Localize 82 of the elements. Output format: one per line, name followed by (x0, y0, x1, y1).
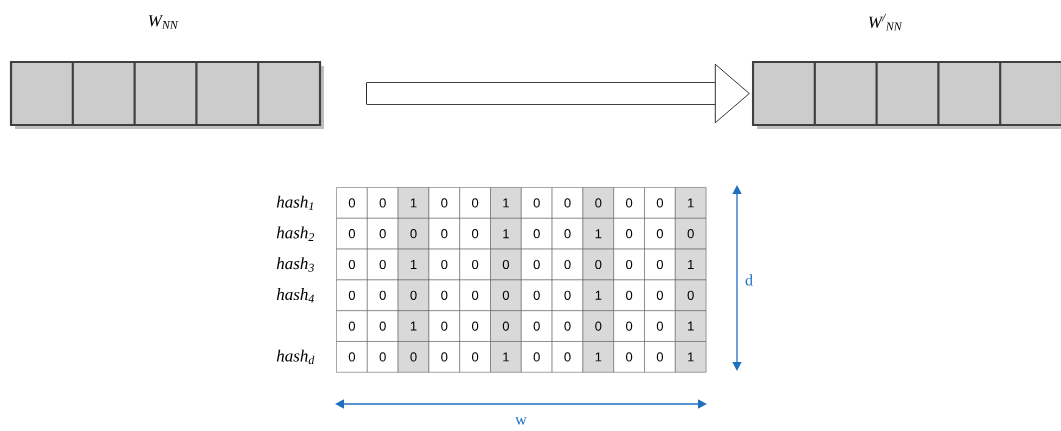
table-cell: 0 (459, 218, 491, 250)
table-cell: 0 (336, 310, 368, 342)
table-cell: 0 (613, 279, 645, 311)
table-cell: 0 (428, 310, 460, 342)
row-label: hash$_{3}$ (276, 257, 314, 272)
dimension-label: d (745, 274, 753, 286)
table-cell: 1 (582, 218, 614, 250)
table-cell: 0 (521, 310, 553, 342)
row-label: hash$_{d}$ (276, 349, 315, 365)
table-cell: 1 (490, 218, 522, 250)
table-cell: 0 (397, 218, 430, 250)
node-label: W$^{/}$NN (868, 13, 903, 31)
table-cell: 0 (428, 218, 460, 250)
table-cell: 0 (551, 310, 584, 342)
table-cell: 0 (521, 187, 553, 219)
dimension-label: w (515, 417, 527, 425)
table-cell: 0 (551, 279, 584, 311)
table-cell: 0 (675, 279, 707, 311)
table-cell: 0 (551, 187, 584, 219)
table-cell: 1 (490, 341, 522, 373)
table-cell: 0 (675, 218, 707, 250)
table-cell: 0 (428, 341, 460, 373)
table-cell: 0 (367, 310, 399, 342)
table-cell: 0 (644, 187, 676, 219)
node-label: W$_{NN}$ (148, 15, 179, 29)
table-cell: 0 (367, 248, 399, 281)
table-cell: 1 (675, 248, 707, 281)
table-cell: 0 (521, 341, 553, 373)
table-cell: 0 (428, 248, 460, 281)
table-cell: 1 (397, 310, 430, 342)
table-cell: 0 (644, 279, 676, 311)
table-cell: 0 (336, 279, 368, 311)
table-cell: 0 (397, 279, 430, 311)
table-cell: 0 (521, 248, 553, 281)
table-cell: 0 (613, 248, 645, 281)
row-label: hash$_{4}$ (276, 288, 315, 303)
block-arrow (366, 63, 750, 124)
table-cell: 0 (459, 279, 491, 311)
table-cell: 0 (613, 187, 645, 219)
table-cell: 0 (644, 341, 676, 373)
table-cell: 0 (367, 279, 399, 311)
table-cell: 0 (613, 341, 645, 373)
table-cell: 0 (644, 218, 676, 250)
table-cell: 0 (336, 248, 368, 281)
table-cell: 0 (582, 248, 614, 281)
table-cell: 0 (551, 341, 584, 373)
table-cell: 1 (675, 187, 707, 219)
table-cell: 1 (582, 341, 614, 373)
table-cell: 0 (428, 279, 460, 311)
table-cell: 0 (551, 248, 584, 281)
table-cell: 0 (336, 218, 368, 250)
table-cell: 0 (644, 310, 676, 342)
row-label: hash$_{2}$ (276, 226, 315, 241)
table-cell: 0 (459, 187, 491, 219)
table-cell: 0 (490, 248, 522, 281)
table-cell: 0 (613, 310, 645, 342)
table-cell: 0 (459, 310, 491, 342)
table-cell: 0 (490, 310, 522, 342)
array-box: W$^{/}$NN (751, 13, 1061, 129)
table-cell: 0 (336, 341, 368, 373)
table-cell: 0 (367, 341, 399, 373)
table-cell: 0 (551, 218, 584, 250)
table-cell: 1 (675, 341, 707, 373)
table-cell: 1 (397, 248, 430, 281)
table-cell: 0 (459, 248, 491, 281)
table-cell: 1 (490, 187, 522, 219)
table-cell: 0 (397, 341, 430, 373)
table-cell: 0 (582, 310, 614, 342)
table-cell: 0 (459, 341, 491, 373)
table-cell: 0 (490, 279, 522, 311)
table-cell: 0 (613, 218, 645, 250)
array-box: W$_{NN}$ (9, 15, 324, 129)
row-label: hash$_{1}$ (276, 195, 314, 211)
table-cell: 0 (521, 279, 553, 311)
table-cell: 0 (644, 248, 676, 281)
table-cell: 0 (336, 187, 368, 219)
table-cell: 1 (582, 279, 614, 311)
table-cell: 0 (367, 187, 399, 219)
table-cell: 0 (582, 187, 614, 219)
table-cell: 1 (675, 310, 707, 342)
table-cell: 1 (397, 187, 430, 219)
table-cell: 0 (428, 187, 460, 219)
